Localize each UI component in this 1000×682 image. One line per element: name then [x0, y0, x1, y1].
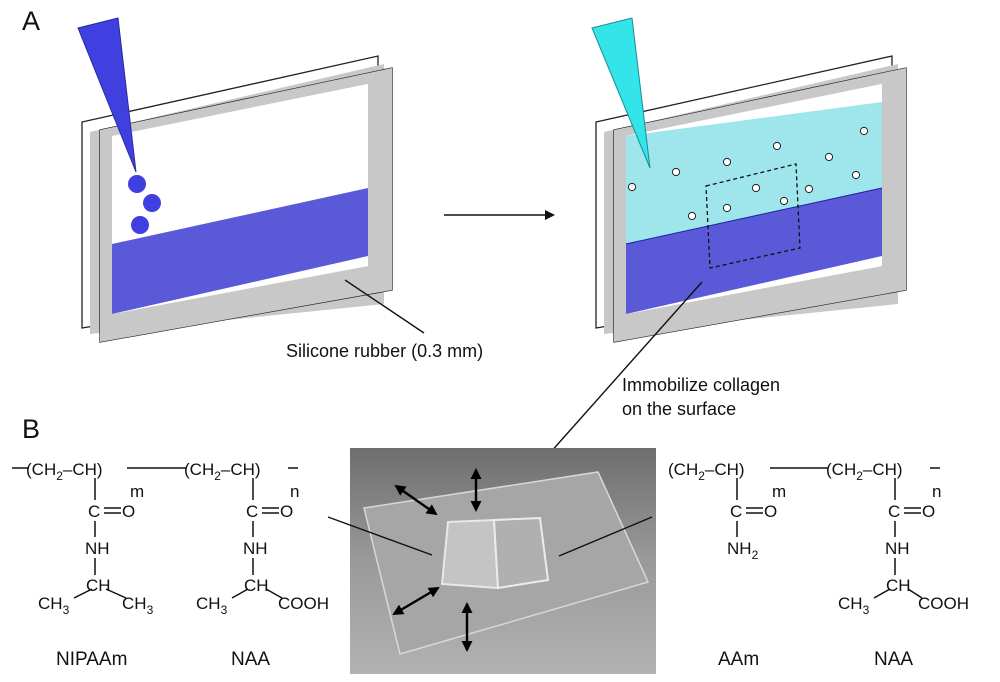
pipette-cyan	[591, 17, 651, 169]
side-chain-bond	[73, 588, 93, 599]
silicone-rubber-label: Silicone rubber (0.3 mm)	[286, 341, 483, 361]
particle	[687, 211, 697, 221]
stretch-arrow-upper-left	[394, 484, 438, 516]
carbonyl-carbon: C	[730, 502, 742, 521]
collagen-particles	[627, 126, 869, 221]
methyl: CH3	[838, 594, 870, 617]
panel-label-a: A	[22, 6, 40, 36]
carbonyl-oxygen: O	[122, 502, 135, 521]
side-chain-bond	[907, 588, 923, 599]
left-gel-leader-line	[327, 516, 433, 556]
carbonyl-oxygen: O	[280, 502, 293, 521]
particle	[722, 203, 732, 213]
collagen-solution-layer	[626, 102, 882, 244]
layer-boundary	[625, 187, 883, 245]
isopropyl-ch: CH	[86, 576, 111, 595]
repeat-m-label: m	[130, 482, 144, 501]
monomer-name-aam: AAm	[718, 649, 759, 670]
gel-sheet-right	[492, 516, 550, 590]
gel-layer	[112, 188, 368, 314]
mould-right	[591, 17, 907, 343]
particle	[671, 167, 681, 177]
carbonyl-carbon: C	[888, 502, 900, 521]
carbonyl-carbon: C	[88, 502, 100, 521]
droplet	[131, 216, 149, 234]
monomer-name-naa: NAA	[874, 649, 913, 670]
side-chain-bond	[105, 588, 127, 599]
side-chain-bond	[231, 588, 249, 599]
mould-left	[77, 17, 393, 343]
amide-nh: NH	[85, 539, 110, 558]
droplet	[128, 175, 146, 193]
gray-rubber-frame	[614, 68, 906, 342]
aam-backbone: (CH2–CH)	[668, 460, 745, 483]
alpha-ch: CH	[244, 576, 269, 595]
particle	[851, 170, 861, 180]
particle	[824, 152, 834, 162]
side-chain-bond	[873, 588, 891, 599]
panel-label-b: B	[22, 414, 40, 444]
particle	[751, 183, 761, 193]
particle	[722, 157, 732, 167]
particle	[859, 126, 869, 136]
monomer-name-naa: NAA	[231, 649, 270, 670]
side-chain-bond	[265, 588, 283, 599]
repeat-n-label: n	[932, 482, 941, 501]
stretch-arrow-lower-left	[392, 586, 440, 616]
carbonyl-oxygen: O	[922, 502, 935, 521]
repeat-n-label: n	[290, 482, 299, 501]
right-polymer-structure: (CH2–CH) m C O NH2 (CH2–CH) n C O NH CH …	[668, 460, 969, 670]
particle	[627, 182, 637, 192]
right-gel-leader-line	[558, 516, 653, 557]
pipette-blue	[77, 17, 137, 173]
repeat-m-label: m	[772, 482, 786, 501]
methyl-left: CH3	[38, 594, 70, 617]
particle	[772, 141, 782, 151]
amide-nh: NH	[885, 539, 910, 558]
droplet	[143, 194, 161, 212]
silicone-leader-line	[344, 279, 425, 334]
amide-nh: NH	[243, 539, 268, 558]
amine-nh2: NH2	[727, 539, 759, 562]
gel-sheet-left	[440, 518, 500, 590]
gel-photo	[350, 448, 656, 674]
methyl-right: CH3	[122, 594, 154, 617]
carbonyl-carbon: C	[246, 502, 258, 521]
gray-rubber-frame	[100, 68, 392, 342]
carboxyl: COOH	[278, 594, 329, 613]
naa-backbone: (CH2–CH)	[184, 460, 261, 483]
nipaam-backbone: (CH2–CH)	[26, 460, 103, 483]
particle	[804, 184, 814, 194]
left-polymer-structure: (CH2–CH) m C O NH CH CH3 CH3 (CH2–CH) n …	[12, 460, 329, 670]
carbonyl-oxygen: O	[764, 502, 777, 521]
immobilize-label-line1: Immobilize collagen	[622, 375, 780, 395]
monomer-name-nipaam: NIPAAm	[56, 649, 127, 670]
methyl: CH3	[196, 594, 228, 617]
dashed-region	[705, 163, 801, 269]
particle	[779, 196, 789, 206]
naa-backbone: (CH2–CH)	[826, 460, 903, 483]
immobilize-label-line2: on the surface	[622, 399, 736, 419]
alpha-ch: CH	[886, 576, 911, 595]
carboxyl: COOH	[918, 594, 969, 613]
gel-layer	[626, 188, 882, 314]
